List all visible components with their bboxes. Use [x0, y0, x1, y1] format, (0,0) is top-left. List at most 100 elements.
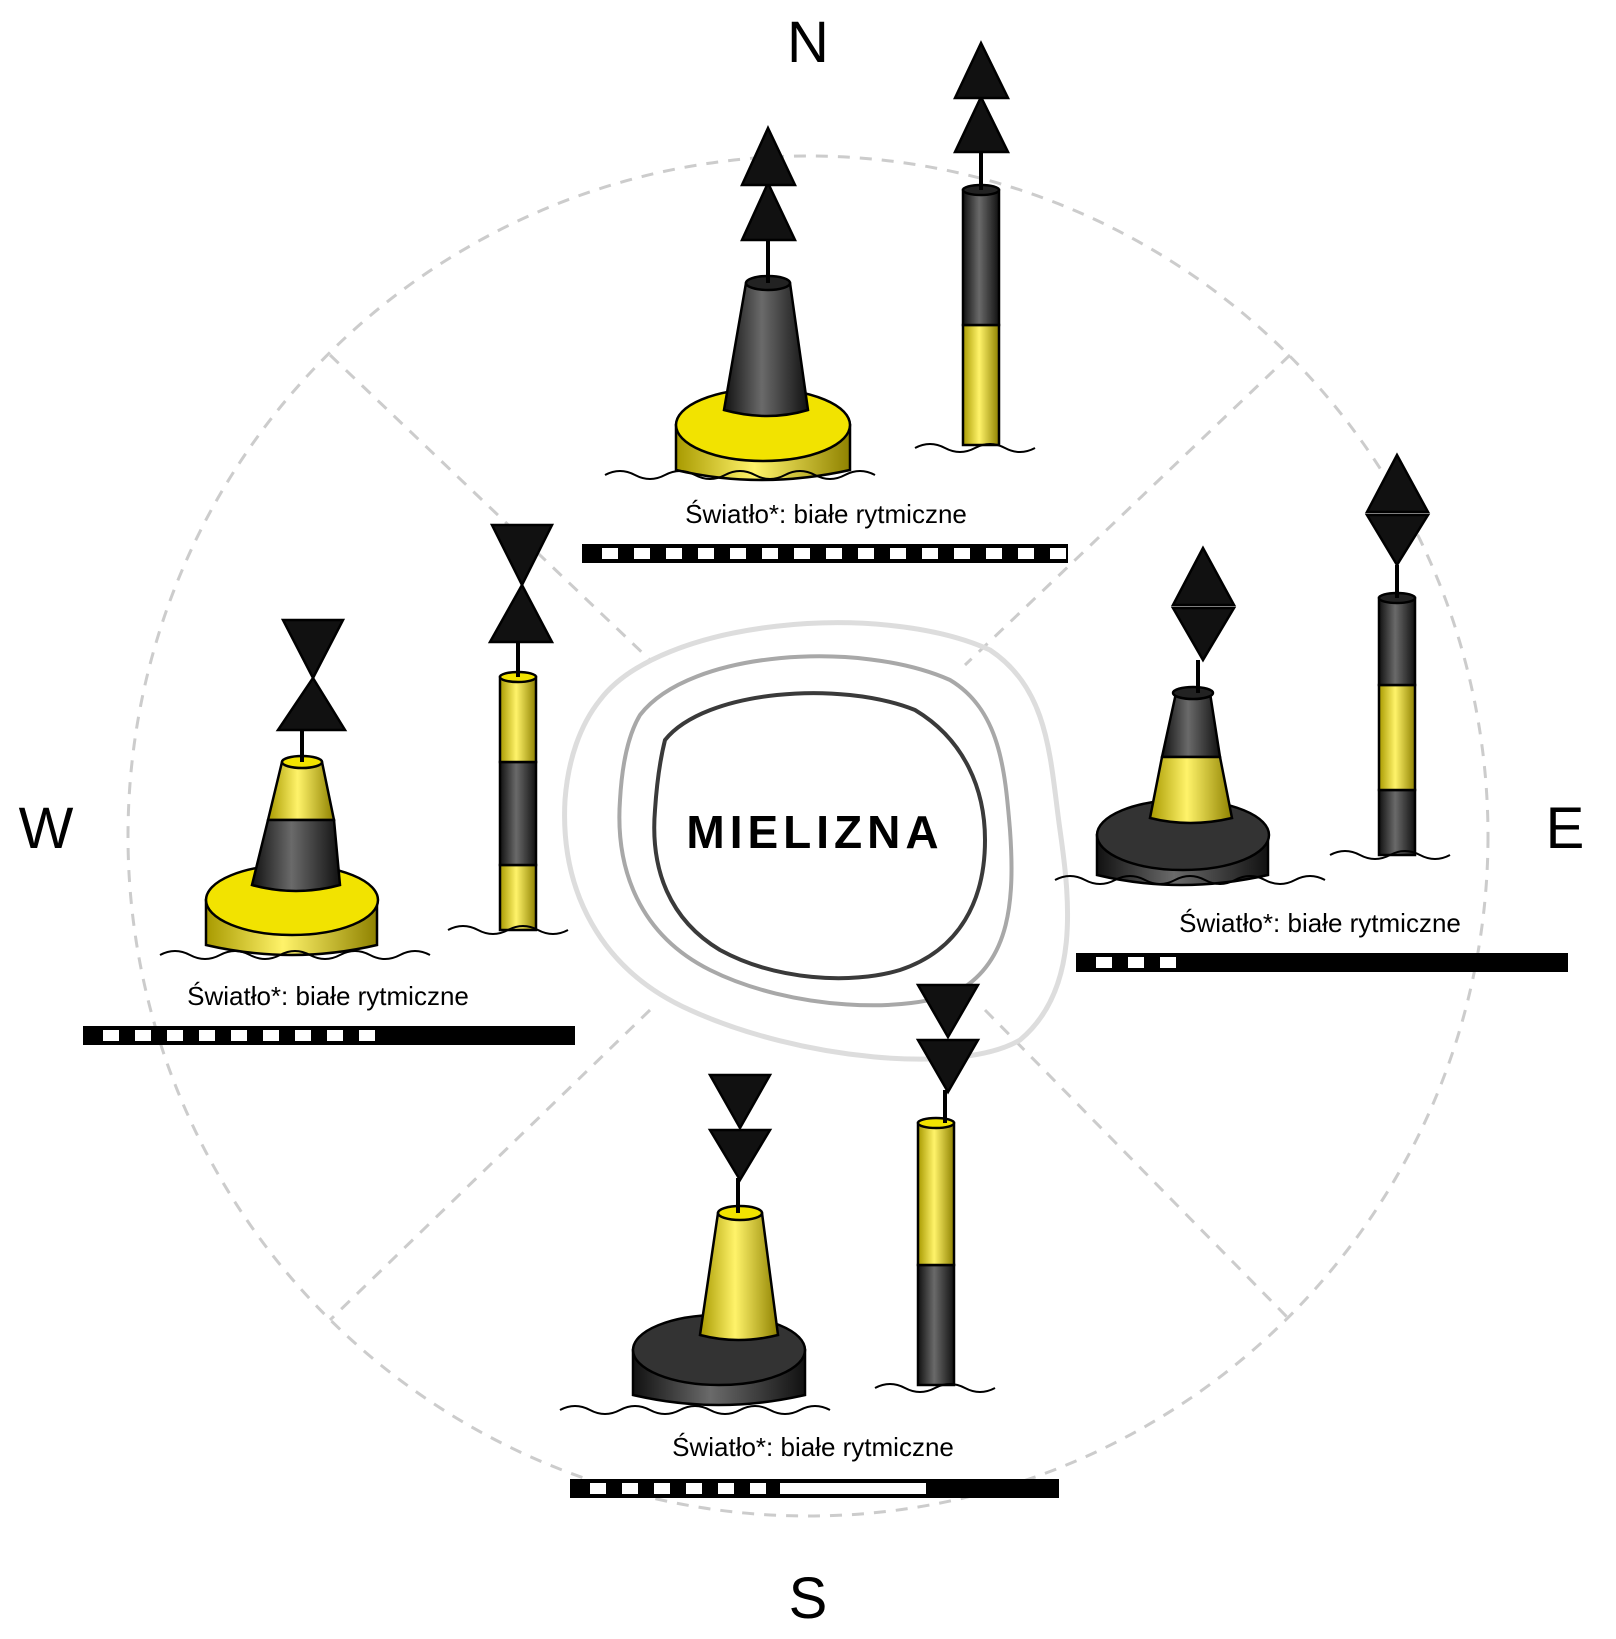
rhythm-flash — [794, 548, 810, 559]
rhythm-flash — [718, 1483, 734, 1494]
rhythm-flash — [135, 1030, 151, 1041]
east-buoy-cone-top — [1171, 685, 1215, 701]
east-spar-black-band-lower — [1377, 788, 1417, 857]
north-light-caption: Światło*: białe rytmiczne — [685, 499, 967, 529]
east-buoy — [1095, 545, 1271, 887]
rhythm-flash — [1128, 957, 1144, 968]
rhythm-flash — [686, 1483, 702, 1494]
rhythm-bar-outline — [83, 1026, 575, 1045]
rhythm-flash — [634, 548, 650, 559]
west-spar-topmark-lower-cone — [487, 582, 555, 644]
south-light-caption: Światło*: białe rytmiczne — [672, 1432, 954, 1462]
west-light-rhythm — [83, 1026, 575, 1045]
rhythm-flash — [327, 1030, 343, 1041]
sector-circle — [126, 154, 1490, 1518]
west-spar-yellow-band-lower — [498, 863, 538, 932]
rhythm-bar-outline — [582, 544, 1068, 563]
shoal: MIELIZNA — [562, 620, 1071, 1062]
rhythm-flash — [890, 548, 906, 559]
south-spar-yellow-band — [916, 1121, 956, 1267]
compass-north: N — [787, 10, 829, 75]
shoal-outer-contour — [562, 620, 1071, 1062]
rhythm-flash — [750, 1483, 766, 1494]
east-spar-topmark-lower-cone — [1364, 513, 1431, 568]
rhythm-flash — [730, 548, 746, 559]
rhythm-flash — [762, 548, 778, 559]
north-light-rhythm — [582, 544, 1068, 563]
sector-line-ne — [963, 353, 1292, 667]
rhythm-bar-outline — [1076, 953, 1568, 972]
rhythm-flash — [590, 1483, 606, 1494]
west-buoy — [204, 618, 380, 957]
north-buoy-cone — [722, 281, 810, 418]
sector-line-sw — [328, 1008, 652, 1322]
north-cardinal-mark: Światło*: białe rytmiczne — [582, 40, 1068, 563]
south-spar-top — [916, 1116, 956, 1130]
south-light-rhythm — [570, 1479, 1059, 1498]
rhythm-flash — [954, 548, 970, 559]
south-buoy — [631, 1073, 807, 1407]
rhythm-flash — [199, 1030, 215, 1041]
north-spar-topmark-upper-cone — [953, 40, 1011, 100]
rhythm-bar-background — [1077, 954, 1567, 971]
east-spar-topmark-upper-cone — [1364, 452, 1431, 514]
compass-south: S — [789, 1566, 828, 1631]
south-spar-topmark-upper-cone — [915, 983, 981, 1040]
south-buoy-cone — [698, 1211, 780, 1342]
rhythm-flash — [263, 1030, 279, 1041]
shoal-label: MIELIZNA — [686, 806, 943, 858]
west-spar-black-band — [498, 760, 538, 867]
shoal-middle-contour — [617, 654, 1014, 1008]
east-buoy-topmark-upper-cone — [1170, 545, 1237, 607]
north-spar-black-band — [961, 188, 1001, 327]
east-spar — [1364, 452, 1431, 857]
rhythm-flash — [922, 548, 938, 559]
rhythm-flash — [666, 548, 682, 559]
rhythm-flash — [359, 1030, 375, 1041]
south-waves — [559, 1383, 996, 1415]
rhythm-flash — [1050, 548, 1066, 559]
compass-west: W — [19, 796, 74, 861]
west-buoy-cone-yellow-top — [266, 760, 336, 822]
west-buoy-topmark-lower-cone — [275, 675, 348, 732]
south-buoy-topmark-upper-cone — [707, 1073, 773, 1131]
east-cardinal-mark: Światło*: białe rytmiczne — [1054, 452, 1568, 972]
east-light-rhythm — [1076, 953, 1568, 972]
north-buoy — [674, 125, 852, 482]
rhythm-flash — [780, 1483, 926, 1494]
north-spar-yellow-band — [961, 323, 1001, 447]
rhythm-flash — [167, 1030, 183, 1041]
north-waves — [604, 443, 1036, 480]
rhythm-flash — [698, 548, 714, 559]
rhythm-flash — [231, 1030, 247, 1041]
west-buoy-topmark-upper-cone — [280, 618, 346, 681]
south-spar-topmark-lower-cone — [915, 1038, 981, 1095]
north-buoy-topmark-upper-cone — [740, 125, 797, 187]
east-spar-yellow-band — [1377, 683, 1417, 792]
east-spar-black-band-upper — [1377, 596, 1417, 687]
sector-guides — [126, 154, 1490, 1518]
rhythm-flash — [1096, 957, 1112, 968]
north-spar — [953, 40, 1011, 447]
south-cardinal-mark: Światło*: białe rytmiczne — [559, 983, 1059, 1498]
north-buoy-topmark-lower-cone — [740, 180, 797, 242]
rhythm-flash — [602, 548, 618, 559]
shoal-inner-contour — [652, 691, 988, 981]
rhythm-flash — [295, 1030, 311, 1041]
compass-east: E — [1546, 796, 1585, 861]
west-spar-yellow-band-upper — [498, 675, 538, 764]
south-spar-black-band — [916, 1263, 956, 1387]
east-waves — [1054, 850, 1451, 885]
sector-line-nw — [328, 353, 652, 662]
east-buoy-cone-top-black — [1160, 691, 1222, 759]
sector-line-se — [983, 1008, 1292, 1322]
south-spar — [915, 983, 981, 1387]
west-spar-topmark-upper-cone — [489, 523, 555, 588]
west-waves — [159, 925, 569, 960]
south-buoy-topmark-lower-cone — [707, 1128, 773, 1183]
rhythm-flash — [654, 1483, 670, 1494]
rhythm-bar-outline — [570, 1479, 1059, 1498]
rhythm-flash — [1018, 548, 1034, 559]
rhythm-flash — [858, 548, 874, 559]
